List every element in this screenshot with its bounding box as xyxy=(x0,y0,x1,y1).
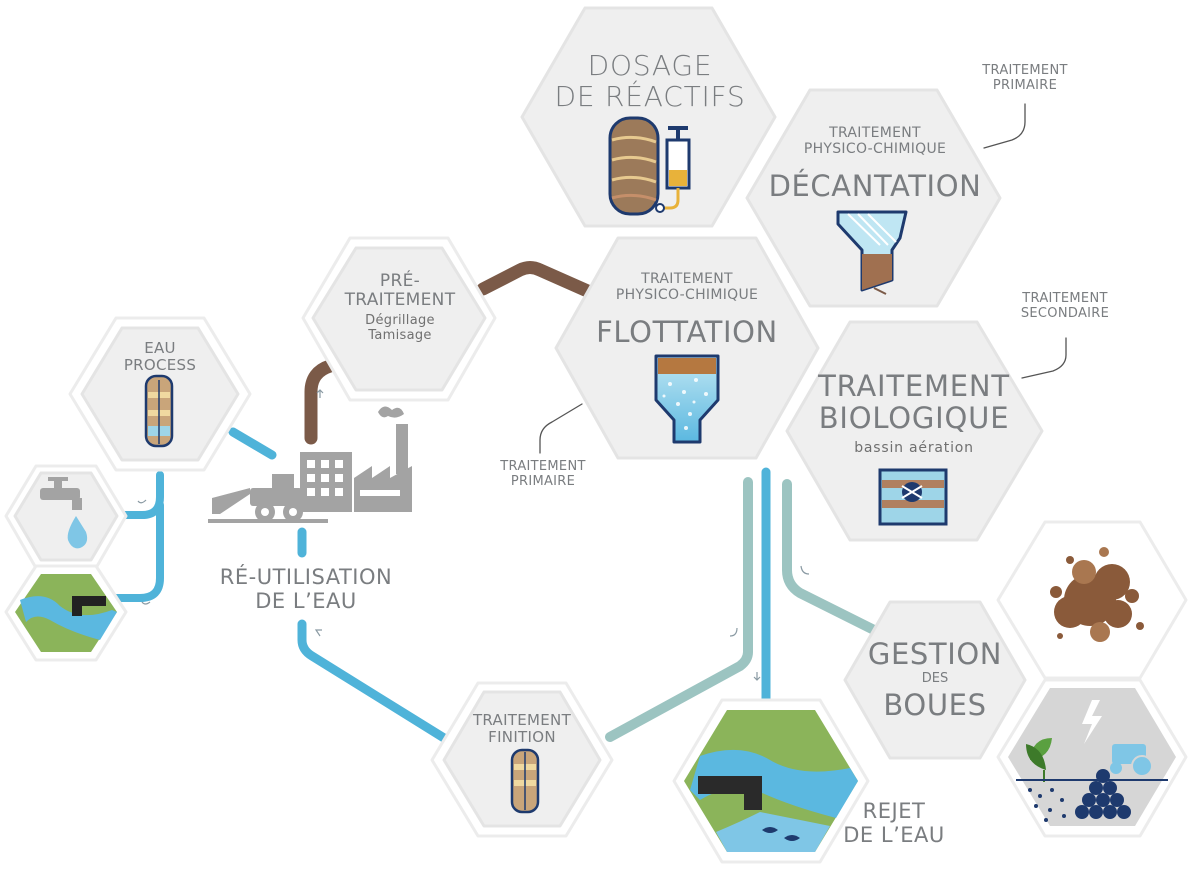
pretraitement-detail2: Tamisage xyxy=(368,327,432,343)
tap-illustration xyxy=(40,477,88,549)
biologique-line1: TRAITEMENT xyxy=(818,369,1010,403)
eau-process-line2: PROCESS xyxy=(123,355,197,374)
fish-icon xyxy=(784,835,800,841)
reutilisation-line2: DE L’EAU xyxy=(255,588,357,613)
pretraitement-detail1: Dégrillage xyxy=(365,313,435,329)
river-small-illustration xyxy=(15,574,117,652)
blue-pipe-process xyxy=(228,427,277,460)
reutilisation-line1: RÉ-UTILISATION xyxy=(219,565,393,589)
biologique-tag: TRAITEMENT SECONDAIRE xyxy=(998,291,1132,321)
flottation-title: FLOTTATION xyxy=(596,315,778,349)
hex-flottation xyxy=(554,236,820,460)
finition-label: TRAITEMENT FINITION xyxy=(462,712,582,746)
blue-pipe-river xyxy=(108,501,164,602)
bubbles xyxy=(662,378,708,430)
brown-pipe-to-flottation xyxy=(476,261,599,300)
factory-illustration xyxy=(208,406,412,523)
rejet-label: REJET DE L’EAU xyxy=(834,799,954,847)
lightning-icon xyxy=(1082,700,1102,744)
flow-arrow xyxy=(729,627,738,637)
fish-icon xyxy=(762,827,778,833)
decantation-kicker2: PHYSICO-CHIMIQUE xyxy=(803,140,947,157)
biologique-detail: bassin aération xyxy=(854,439,974,456)
biologique-illustration xyxy=(878,468,948,526)
decantation-tag-line2: PRIMAIRE xyxy=(992,77,1058,93)
finition-line2: FINITION xyxy=(488,727,556,746)
flottation-tag-line2: PRIMAIRE xyxy=(510,473,576,489)
rejet-illustration xyxy=(684,710,858,852)
teal-pipe-boues xyxy=(782,479,883,637)
flow-arrow xyxy=(314,629,322,637)
flow-arrow xyxy=(800,565,810,575)
dosage-illustration xyxy=(608,116,691,216)
eau-process-line1: EAU xyxy=(144,339,176,357)
hex-boues xyxy=(843,600,1027,760)
dosage-line2: DE RÉACTIFS xyxy=(554,80,746,114)
dosage-line1: DOSAGE xyxy=(587,49,713,82)
pipes xyxy=(108,103,1067,743)
blue-pipe-finition xyxy=(297,619,449,743)
hex-pretraitement xyxy=(311,246,487,392)
flow-arrows xyxy=(137,389,810,681)
finition-line1: TRAITEMENT xyxy=(472,711,572,729)
flottation-illustration xyxy=(654,354,720,444)
eau-process-illustration xyxy=(144,374,174,448)
flow-arrow xyxy=(316,389,324,398)
teal-pipe-finition xyxy=(605,477,753,742)
flottation-tag-line1: TRAITEMENT xyxy=(500,459,586,474)
biologique-tag-line1: TRAITEMENT xyxy=(1022,291,1108,306)
flow-arrow xyxy=(137,499,147,504)
decantation-tag-line1: TRAITEMENT xyxy=(982,63,1068,78)
tag-line-biologique xyxy=(1021,337,1067,379)
decantation-kicker: TRAITEMENT PHYSICO-CHIMIQUE xyxy=(780,125,970,157)
soil-dots xyxy=(1028,788,1066,822)
rejet-line1: REJET xyxy=(862,799,926,823)
flottation-kicker: TRAITEMENT PHYSICO-CHIMIQUE xyxy=(592,271,782,303)
biologique-label: TRAITEMENT BIOLOGIQUE bassin aération xyxy=(800,370,1028,457)
flow-arrow xyxy=(753,672,761,681)
pretraitement-label: PRÉ- TRAITEMENT Dégrillage Tamisage xyxy=(340,271,460,343)
pellets xyxy=(1075,769,1131,819)
boues-line3: BOUES xyxy=(883,688,987,723)
flottation-tag: TRAITEMENT PRIMAIRE xyxy=(478,459,608,489)
pretraitement-line2: TRAITEMENT xyxy=(344,290,456,311)
flottation-kicker2: PHYSICO-CHIMIQUE xyxy=(615,286,759,303)
sludge-tank xyxy=(608,116,660,216)
hex-biologique xyxy=(785,320,1044,542)
finition-illustration xyxy=(510,748,540,814)
tap-icon xyxy=(40,488,80,500)
boues-label: GESTION DES BOUES xyxy=(862,637,1008,723)
decantation-illustration xyxy=(836,210,908,295)
reutilisation-label: RÉ-UTILISATION DE L’EAU xyxy=(196,565,416,613)
dosage-label: DOSAGE DE RÉACTIFS xyxy=(540,50,760,113)
hex-decantation xyxy=(745,88,1002,308)
blue-pipe-tap xyxy=(118,471,164,519)
decantation-kicker1: TRAITEMENT xyxy=(829,125,921,141)
bulldozer-icon xyxy=(250,488,302,506)
biologique-line2: BIOLOGIQUE xyxy=(818,401,1010,436)
eau-process-label: EAU PROCESS xyxy=(100,340,220,374)
rejet-line2: DE L’EAU xyxy=(843,822,945,847)
water-drop-icon xyxy=(67,516,88,549)
pretraitement-line1: PRÉ- xyxy=(379,271,421,291)
hex-dosage xyxy=(520,6,777,228)
biologique-tag-line2: SECONDAIRE xyxy=(1020,305,1110,321)
flottation-kicker1: TRAITEMENT xyxy=(641,271,733,287)
tag-line-flottation xyxy=(539,403,583,454)
boues-line1: GESTION xyxy=(867,637,1003,671)
decantation-title: DÉCANTATION xyxy=(768,169,982,203)
boues-line2: DES xyxy=(921,671,949,687)
valorisation-illustration xyxy=(1008,688,1176,826)
sludge-illustration xyxy=(1050,547,1144,642)
tag-line-decantation xyxy=(983,103,1026,149)
decantation-tag: TRAITEMENT PRIMAIRE xyxy=(960,63,1090,93)
flow-arrow xyxy=(141,601,151,605)
